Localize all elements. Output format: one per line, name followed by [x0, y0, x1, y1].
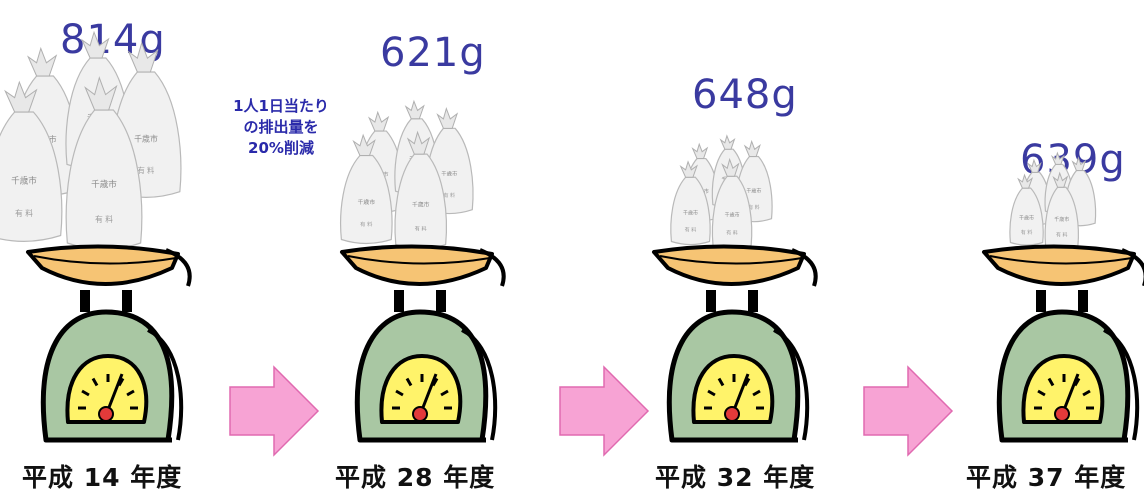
svg-text:千歳市: 千歳市: [91, 178, 117, 190]
svg-text:有 料: 有 料: [95, 214, 113, 224]
svg-text:千歳市: 千歳市: [725, 211, 740, 218]
svg-text:千歳市: 千歳市: [683, 209, 698, 216]
reduction-note-line-1: 1人1日当たり: [233, 97, 329, 115]
scale-needle: [420, 373, 438, 411]
scale-pan-icon: [26, 244, 180, 286]
reduction-note-line-3: 20%削減: [248, 139, 314, 157]
svg-text:有 料: 有 料: [138, 166, 155, 175]
arrow-right-icon: [558, 365, 650, 457]
svg-text:有 料: 有 料: [1021, 229, 1033, 236]
svg-text:有 料: 有 料: [685, 226, 697, 233]
year-label-h28: 平成 28 年度: [335, 463, 496, 492]
svg-text:千歳市: 千歳市: [134, 133, 158, 143]
arrow-right-icon: [862, 365, 954, 457]
svg-text:有 料: 有 料: [15, 208, 33, 218]
svg-text:千歳市: 千歳市: [441, 169, 458, 177]
svg-text:千歳市: 千歳市: [1019, 215, 1034, 222]
svg-text:千歳市: 千歳市: [358, 198, 376, 206]
weight-label-h28: 621g: [380, 30, 486, 76]
scale-pan-icon: [340, 244, 494, 286]
year-label-h32: 平成 32 年度: [655, 463, 816, 492]
svg-text:有 料: 有 料: [726, 229, 738, 236]
scale-dial-icon: [691, 354, 775, 424]
svg-text:有 料: 有 料: [748, 204, 760, 211]
year-label-h37: 平成 37 年度: [966, 463, 1127, 492]
arrow-right-icon: [228, 365, 320, 457]
scale-dial-icon: [1021, 354, 1105, 424]
weight-label-h32: 648g: [692, 72, 798, 118]
scale-needle: [106, 373, 124, 411]
svg-text:有 料: 有 料: [443, 192, 455, 199]
weight-label-h14: 814g: [60, 17, 166, 63]
scale-needle: [1062, 373, 1080, 411]
reduction-note: 1人1日当たり の排出量を 20%削減: [222, 96, 340, 159]
svg-text:千歳市: 千歳市: [746, 188, 761, 195]
svg-text:千歳市: 千歳市: [1054, 216, 1069, 223]
svg-text:有 料: 有 料: [1056, 232, 1068, 239]
scale-needle: [732, 373, 750, 411]
svg-text:有 料: 有 料: [415, 224, 428, 232]
svg-text:千歳市: 千歳市: [11, 175, 37, 187]
scale-dial-icon: [379, 354, 463, 424]
year-label-h14: 平成 14 年度: [22, 463, 183, 492]
svg-text:千歳市: 千歳市: [412, 201, 430, 209]
scale-pan-icon: [652, 244, 806, 286]
scale-dial-icon: [65, 354, 149, 424]
svg-text:有 料: 有 料: [360, 220, 373, 228]
reduction-note-line-2: の排出量を: [243, 118, 319, 136]
scale-pan-icon: [982, 244, 1136, 286]
scale-station-h37: 千歳市有 料千歳市有 料: [955, 0, 1144, 460]
